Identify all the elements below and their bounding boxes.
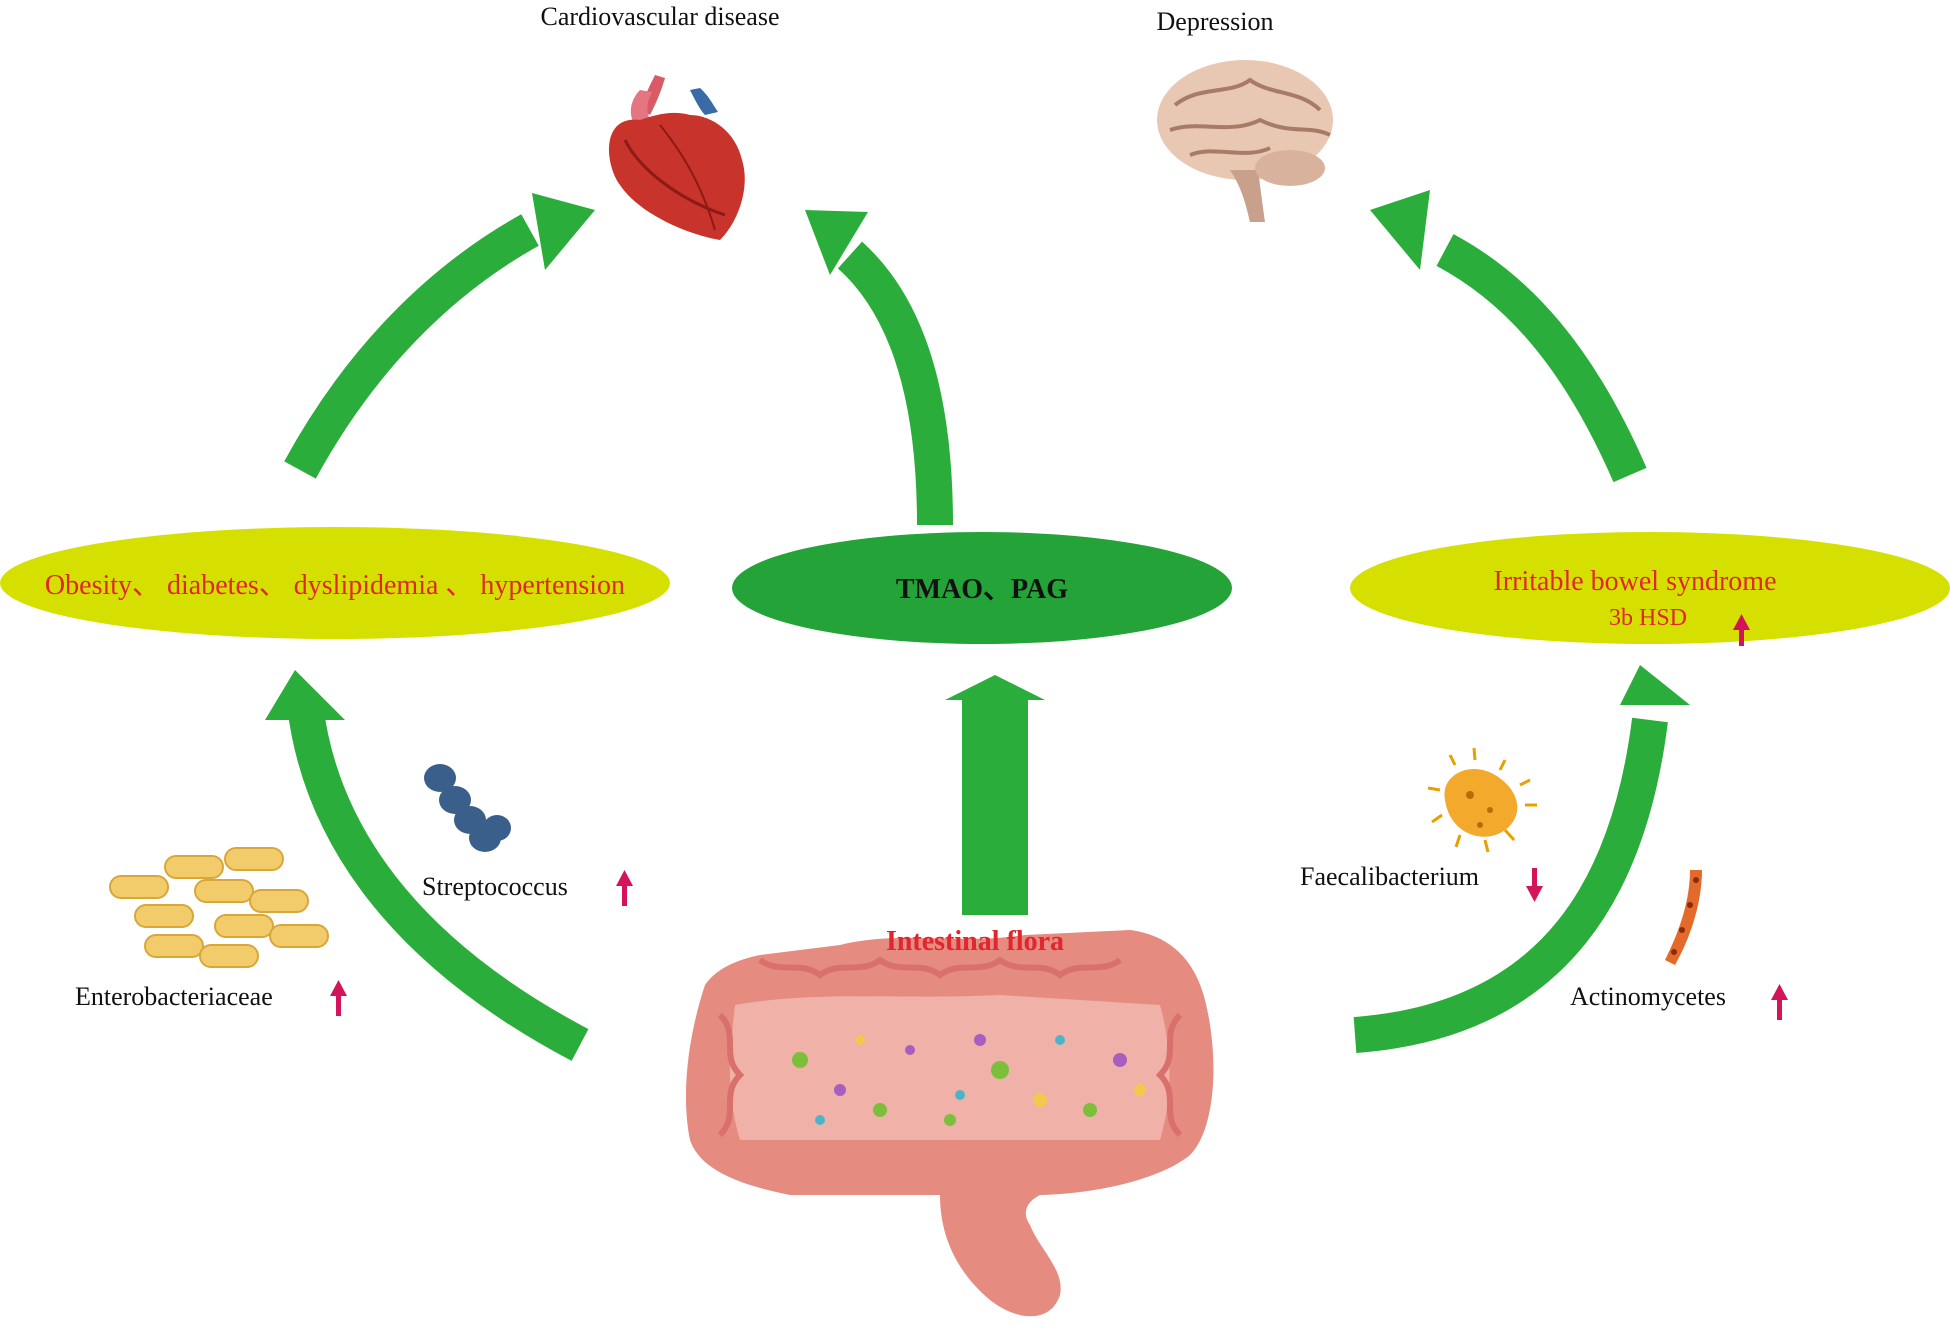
brain-icon [1157,60,1333,222]
enterobacteriaceae-label: Enterobacteriaceae [75,982,273,1011]
arrow-bowel-to-left-ellipse [287,702,589,1061]
left-ellipse-text: Obesity、 diabetes、 dyslipidemia 、 hypert… [45,570,625,601]
center-ellipse-text: TMAO、PAG [896,574,1068,605]
faecalibacterium-icon [1427,747,1537,853]
right-ellipse-line2: 3b HSD [1609,605,1687,631]
arrow-tmao-to-heart [837,241,953,526]
intestine-icon [685,930,1214,1317]
streptococcus-label: Streptococcus [422,872,568,901]
up-arrow-icon [330,980,347,1016]
heart-icon [608,75,745,240]
center-ellipse [732,532,1232,644]
arrow-head-center-top [805,210,868,275]
arrow-center-shaft [962,700,1028,915]
arrow-bowel-to-ibs-ellipse [1353,717,1668,1053]
cardiovascular-label: Cardiovascular disease [541,2,780,31]
arrow-head-left-bottom [265,670,345,720]
intestinal-flora-label: Intestinal flora [886,926,1064,957]
streptococcus-icon [424,764,511,852]
faecalibacterium-label: Faecalibacterium [1300,862,1479,891]
depression-label: Depression [1157,7,1274,36]
arrow-ibs-to-brain [1436,234,1647,483]
down-arrow-icon [1526,868,1543,902]
arrow-head-right-top [1370,190,1430,270]
arrow-left-ellipse-to-heart [284,214,539,479]
left-ellipse [0,527,670,639]
right-ellipse [1350,532,1950,644]
up-arrow-icon [1733,614,1750,646]
right-ellipse-line1: Irritable bowel syndrome [1493,566,1776,597]
up-arrow-icon [1771,984,1788,1020]
enterobacteriaceae-icon [109,847,329,968]
actinomycetes-icon [1665,870,1702,965]
actinomycetes-label: Actinomycetes [1570,982,1726,1011]
arrow-head-center-bottom [945,675,1045,700]
up-arrow-icon [616,870,633,906]
arrow-head-left-top [532,193,595,270]
arrow-head-right-bottom [1620,665,1690,705]
